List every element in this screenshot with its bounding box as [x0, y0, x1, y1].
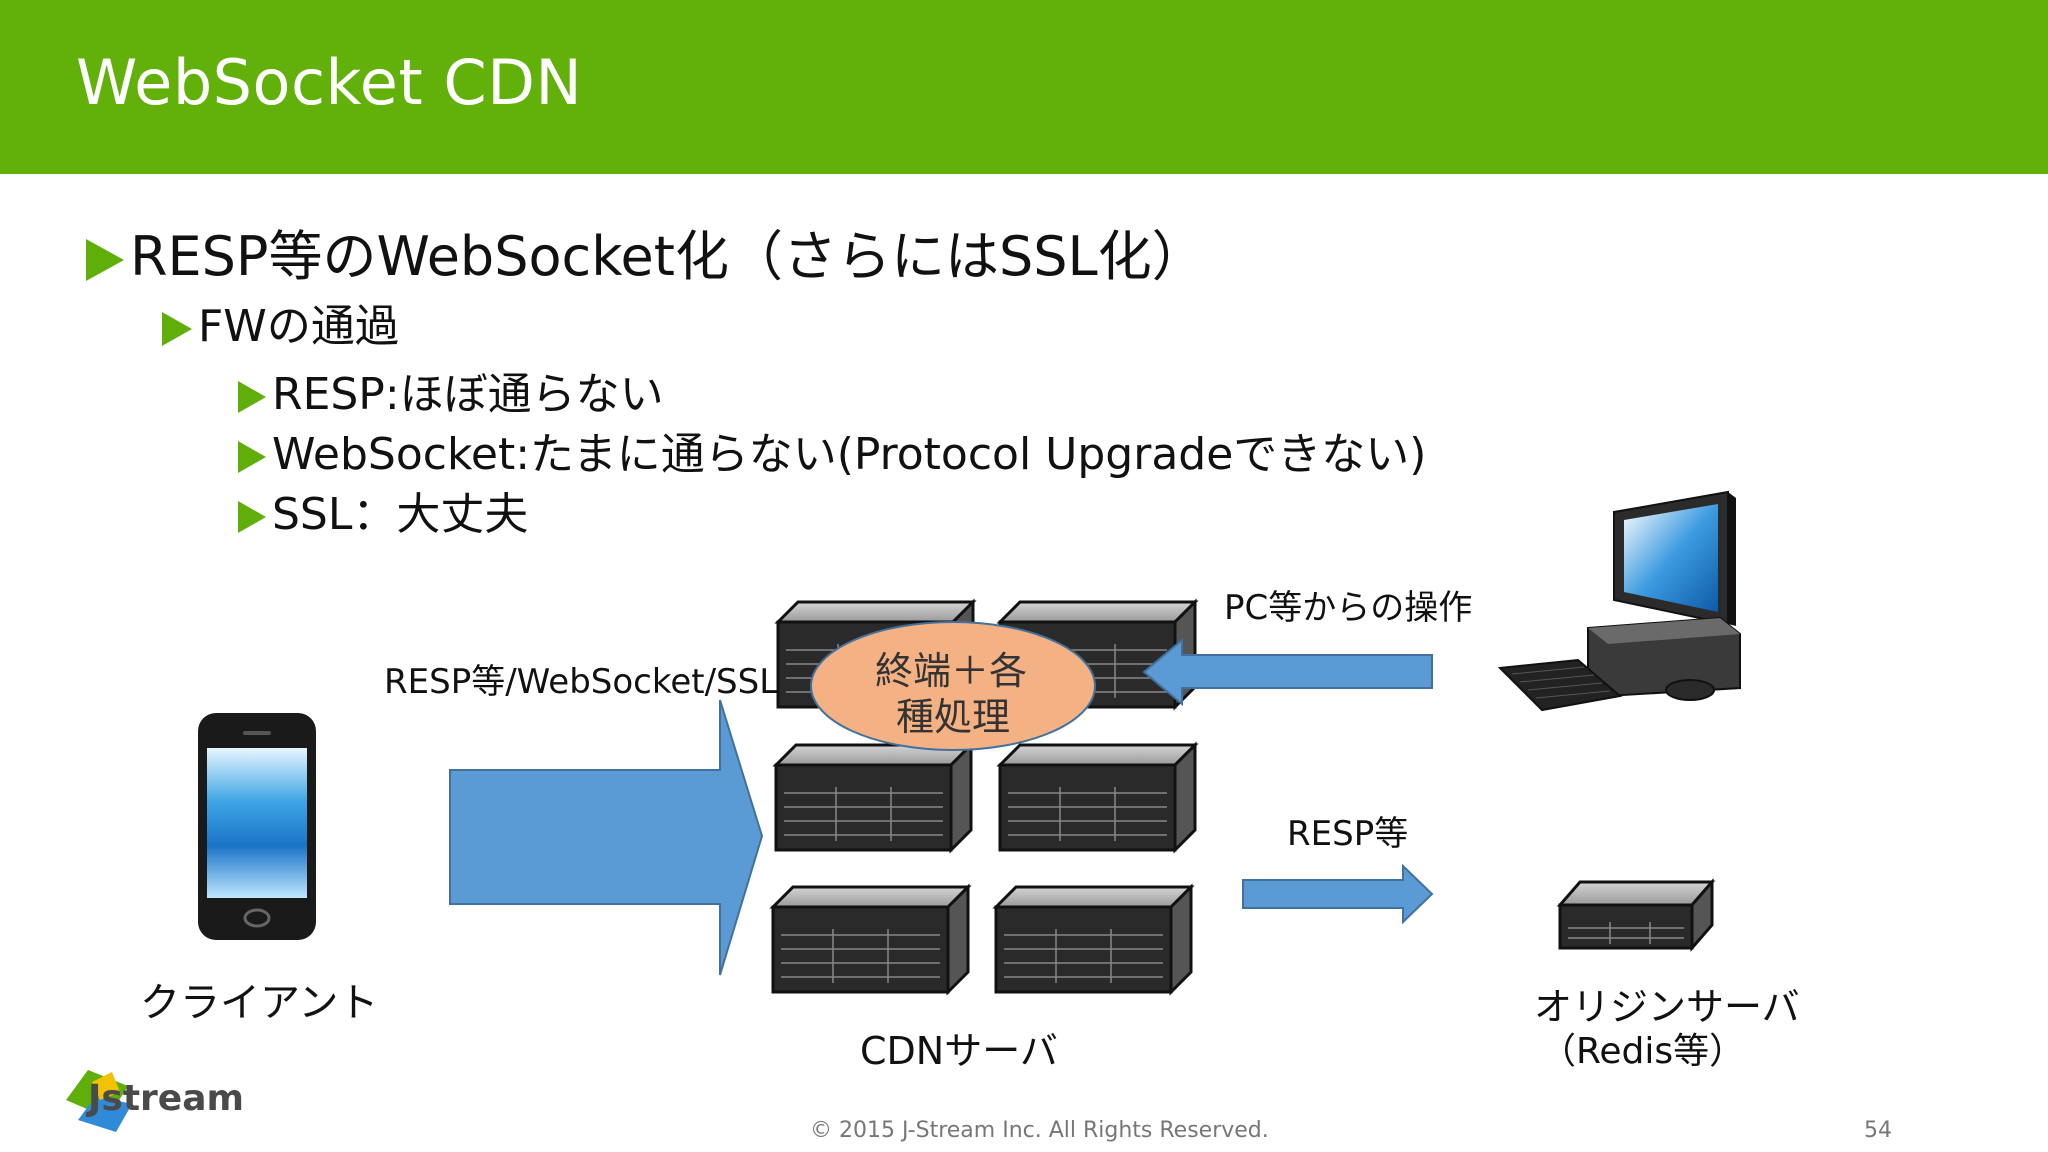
cdn-to-origin-arrow	[1242, 863, 1434, 925]
cdn-server-label: CDNサーバ	[860, 1029, 1058, 1073]
title-bar: WebSocket CDN	[0, 0, 2048, 174]
bullet-text: RESP等のWebSocket化（さらにはSSL化）	[130, 225, 1206, 288]
client-to-cdn-arrow	[449, 699, 764, 976]
cdn-server-icon	[994, 885, 1193, 994]
bullet-level3: WebSocket:たまに通らない(Protocol Upgradeできない)	[238, 418, 1426, 482]
slide-title: WebSocket CDN	[76, 46, 583, 119]
company-logo: Jstream	[88, 1078, 245, 1119]
bullet-level3: RESP:ほぼ通らない	[238, 358, 664, 422]
cdn-server-icon	[998, 743, 1197, 852]
cdn-server-icon	[771, 885, 970, 994]
bubble-label-line2: 種処理	[896, 695, 1011, 739]
bullet-triangle-icon	[162, 312, 192, 346]
jstream-logo-icon	[66, 1070, 132, 1132]
pc-to-cdn-arrow	[1142, 637, 1433, 707]
client-label: クライアント	[140, 980, 379, 1026]
bubble-label-line1: 終端＋各	[875, 649, 1028, 693]
bullet-text: SSL：大丈夫	[272, 489, 529, 540]
origin-arrow-label: RESP等	[1287, 814, 1409, 854]
bullet-triangle-icon	[238, 501, 266, 533]
bullet-level1: RESP等のWebSocket化（さらにはSSL化）	[86, 212, 1206, 291]
origin-server-sublabel: （Redis等）	[1540, 1031, 1746, 1072]
bullet-level3: SSL：大丈夫	[238, 478, 528, 542]
processing-bubble	[810, 621, 1096, 751]
copyright-text: © 2015 J-Stream Inc. All Rights Reserved…	[810, 1118, 1269, 1143]
bullet-text: WebSocket:たまに通らない(Protocol Upgradeできない)	[272, 429, 1427, 480]
pc-arrow-label: PC等からの操作	[1224, 588, 1473, 628]
origin-server-icon	[1556, 877, 1716, 953]
client-arrow-label: RESP等/WebSocket/SSL	[384, 662, 779, 702]
bullet-level2: FWの通過	[162, 290, 399, 354]
smartphone-icon	[198, 713, 316, 940]
bullet-text: RESP:ほぼ通らない	[272, 369, 664, 420]
bullet-triangle-icon	[238, 381, 266, 413]
bullet-text: FWの通過	[198, 301, 399, 352]
page-number: 54	[1864, 1118, 1892, 1143]
cdn-server-icon	[774, 743, 973, 852]
bullet-triangle-icon	[238, 441, 266, 473]
desktop-computer-icon	[1497, 490, 1741, 712]
bullet-triangle-icon	[86, 239, 124, 282]
origin-server-label: オリジンサーバ	[1534, 985, 1800, 1029]
